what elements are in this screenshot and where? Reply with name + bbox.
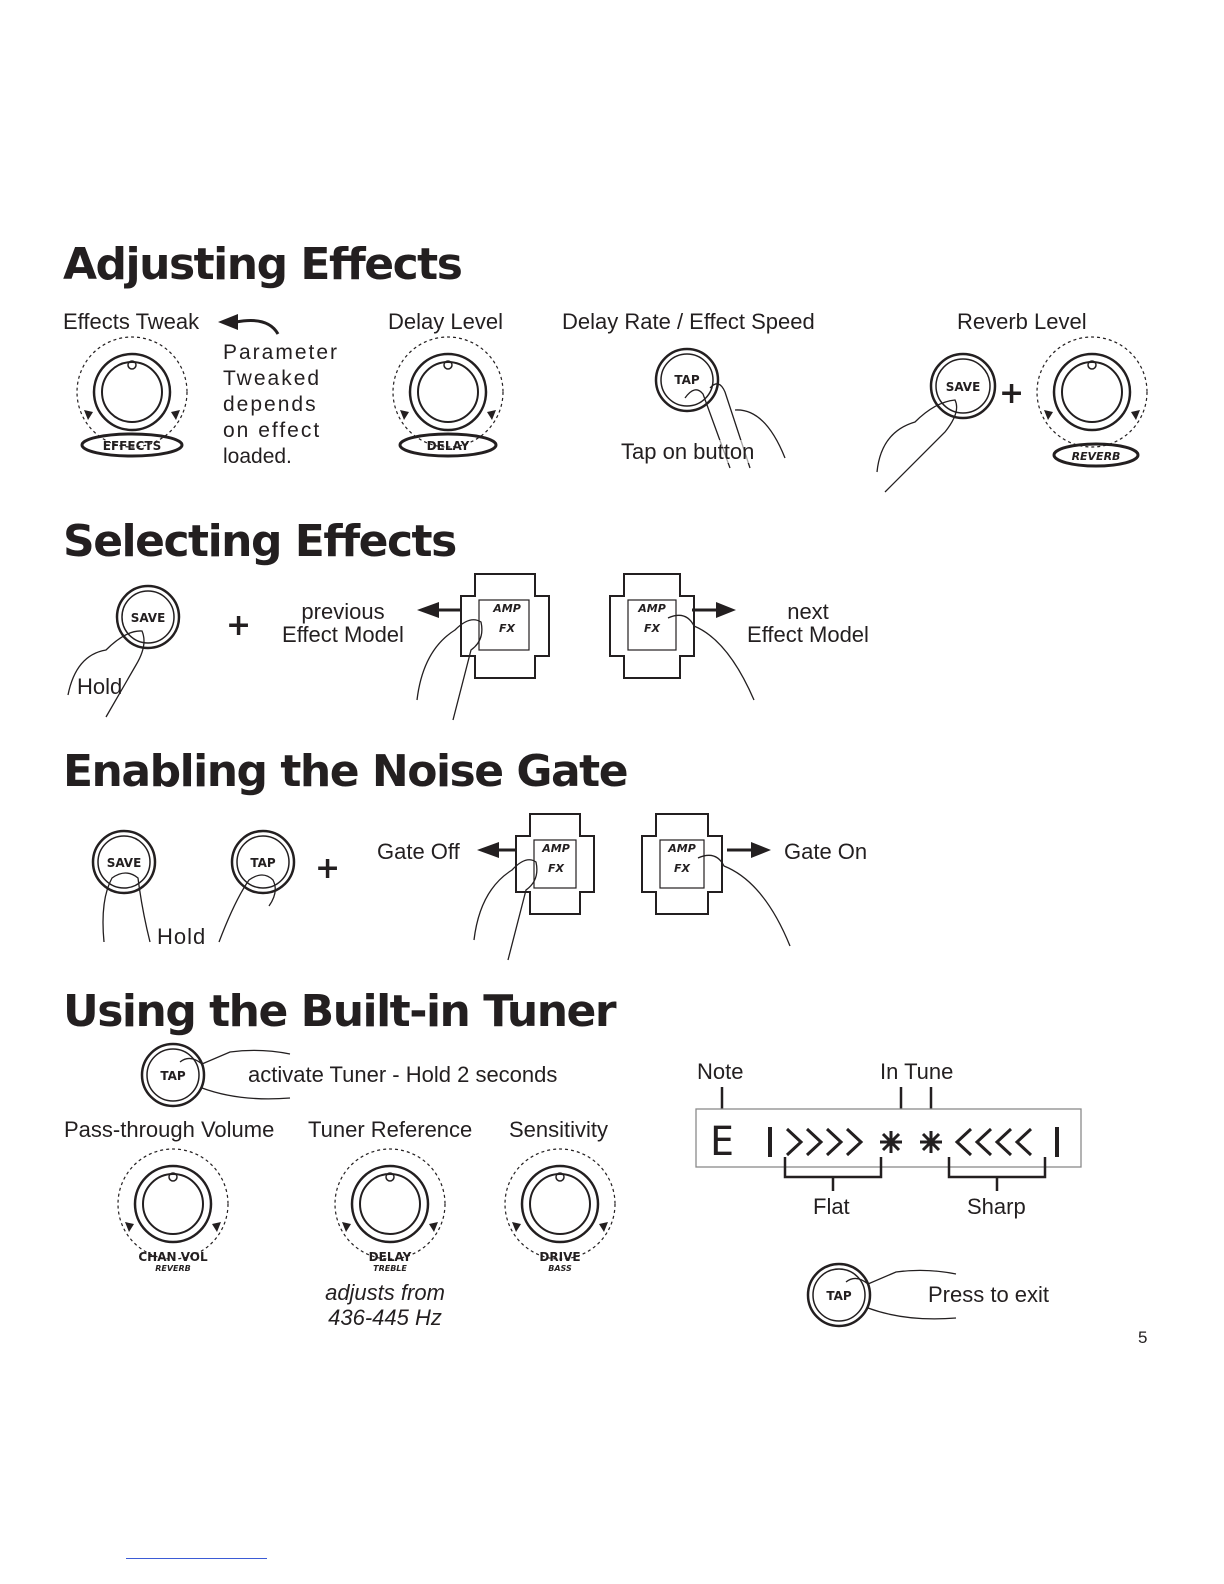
heading-adjusting-effects: Adjusting Effects <box>63 239 463 290</box>
chan-vol-knob[interactable]: CHAN VOL REVERB <box>113 1148 237 1278</box>
parameter-note-line: Tweaked <box>223 367 322 390</box>
sensitivity-label: Sensitivity <box>509 1117 609 1142</box>
tuner-reference-label: Tuner Reference <box>308 1117 473 1142</box>
press-to-exit-label: Press to exit <box>928 1282 1050 1307</box>
effects-tweak-label: Effects Tweak <box>63 309 200 334</box>
amp-fx-pad-left-press[interactable]: AMP FX <box>470 810 595 965</box>
save-caption: SAVE <box>946 380 981 394</box>
knob-reverb-subcaption: REVERB <box>155 1264 191 1273</box>
tap-caption: TAP <box>826 1289 852 1303</box>
fx-caption: FX <box>674 862 691 875</box>
tap-button-with-hand[interactable]: TAP <box>215 829 305 945</box>
drive-bass-knob[interactable]: DRIVE BASS <box>500 1148 624 1278</box>
hold-label: Hold <box>157 924 207 949</box>
adjusts-from-note: adjusts from 436-445 Hz <box>300 1280 470 1330</box>
tap-caption: TAP <box>674 373 700 387</box>
amp-caption: AMP <box>541 842 570 855</box>
effects-knob[interactable]: EFFECTS <box>70 330 194 460</box>
flat-label: Flat <box>813 1194 850 1219</box>
knob-reverb-caption: REVERB <box>1072 450 1121 463</box>
heading-built-in-tuner: Using the Built-in Tuner <box>63 986 617 1037</box>
knob-delay-caption: DELAY <box>427 439 470 453</box>
hold-label: Hold <box>77 674 123 699</box>
amp-caption: AMP <box>637 602 666 615</box>
amp-fx-pad-right-press[interactable]: AMP FX <box>634 810 794 950</box>
knob-effects-caption: EFFECTS <box>103 439 161 453</box>
page-number: 5 <box>1138 1328 1148 1347</box>
previous-model-label: previous Effect Model <box>270 600 416 646</box>
gate-on-label: Gate On <box>784 839 868 864</box>
plus-sign: + <box>999 376 1025 411</box>
save-button-with-hand[interactable]: SAVE <box>90 829 170 945</box>
reverb-knob[interactable]: REVERB <box>1030 330 1154 470</box>
delay-treble-knob[interactable]: DELAY TREBLE <box>330 1148 454 1278</box>
arrow-right-icon <box>692 602 736 618</box>
knob-chan-vol-caption: CHAN VOL <box>138 1250 208 1264</box>
adjusts-from-line: adjusts from <box>325 1280 445 1305</box>
parameter-note-line: depends <box>223 393 318 416</box>
tap-caption: TAP <box>250 856 276 870</box>
heading-noise-gate: Enabling the Noise Gate <box>63 746 629 797</box>
parameter-note-line: loaded. <box>223 445 292 468</box>
fx-caption: FX <box>548 862 565 875</box>
knob-treble-subcaption: TREBLE <box>373 1264 407 1273</box>
in-tune-label: In Tune <box>880 1059 954 1084</box>
parameter-note-line: Parameter <box>223 341 340 364</box>
plus-sign: + <box>315 851 341 886</box>
tap-on-button-label: Tap on button <box>621 439 755 464</box>
pass-through-volume-label: Pass-through Volume <box>64 1117 275 1142</box>
arrow-left-icon <box>218 314 280 335</box>
knob-drive-caption: DRIVE <box>539 1250 580 1264</box>
display-note: E <box>710 1119 734 1165</box>
arrow-right-icon <box>727 842 771 858</box>
plus-sign: + <box>226 608 252 643</box>
note-label: Note <box>697 1059 744 1084</box>
next-label-line: next <box>787 599 829 624</box>
tuner-display: E <box>695 1087 1082 1191</box>
adjusts-from-line: 436-445 Hz <box>328 1305 442 1330</box>
tap-button-with-hand[interactable]: TAP <box>140 1042 300 1112</box>
tap-button-with-hand[interactable]: TAP <box>654 347 800 488</box>
heading-selecting-effects: Selecting Effects <box>63 516 457 567</box>
save-caption: SAVE <box>131 611 166 625</box>
amp-caption: AMP <box>667 842 696 855</box>
previous-label-line: previous <box>301 599 385 624</box>
knob-bass-subcaption: BASS <box>548 1264 572 1273</box>
parameter-note-line: on effect <box>223 419 322 442</box>
activate-tuner-label: activate Tuner - Hold 2 seconds <box>248 1062 558 1087</box>
delay-level-label: Delay Level <box>388 309 503 334</box>
next-model-label: next Effect Model <box>740 600 876 646</box>
tap-button-with-hand[interactable]: TAP <box>806 1262 966 1332</box>
gate-off-label: Gate Off <box>377 839 460 864</box>
knob-delay-caption: DELAY <box>369 1250 412 1264</box>
next-label-line: Effect Model <box>747 622 869 648</box>
delay-rate-label: Delay Rate / Effect Speed <box>562 309 815 334</box>
footer-rule <box>126 1558 267 1559</box>
fx-caption: FX <box>644 622 661 635</box>
tap-caption: TAP <box>160 1069 186 1083</box>
previous-label-line: Effect Model <box>282 622 404 648</box>
sharp-label: Sharp <box>967 1194 1026 1219</box>
save-button-with-hand[interactable]: SAVE <box>66 584 186 723</box>
amp-caption: AMP <box>492 602 521 615</box>
parameter-note: Parameter Tweaked depends on effect load… <box>223 340 339 470</box>
save-caption: SAVE <box>107 856 142 870</box>
fx-caption: FX <box>499 622 516 635</box>
delay-knob[interactable]: DELAY <box>390 330 514 460</box>
amp-fx-pad-left-press[interactable]: AMP FX <box>415 570 555 725</box>
amp-fx-pad-right-press[interactable]: AMP FX <box>598 570 758 705</box>
reverb-level-label: Reverb Level <box>957 309 1087 334</box>
save-button-with-hand[interactable]: SAVE <box>875 352 1000 493</box>
